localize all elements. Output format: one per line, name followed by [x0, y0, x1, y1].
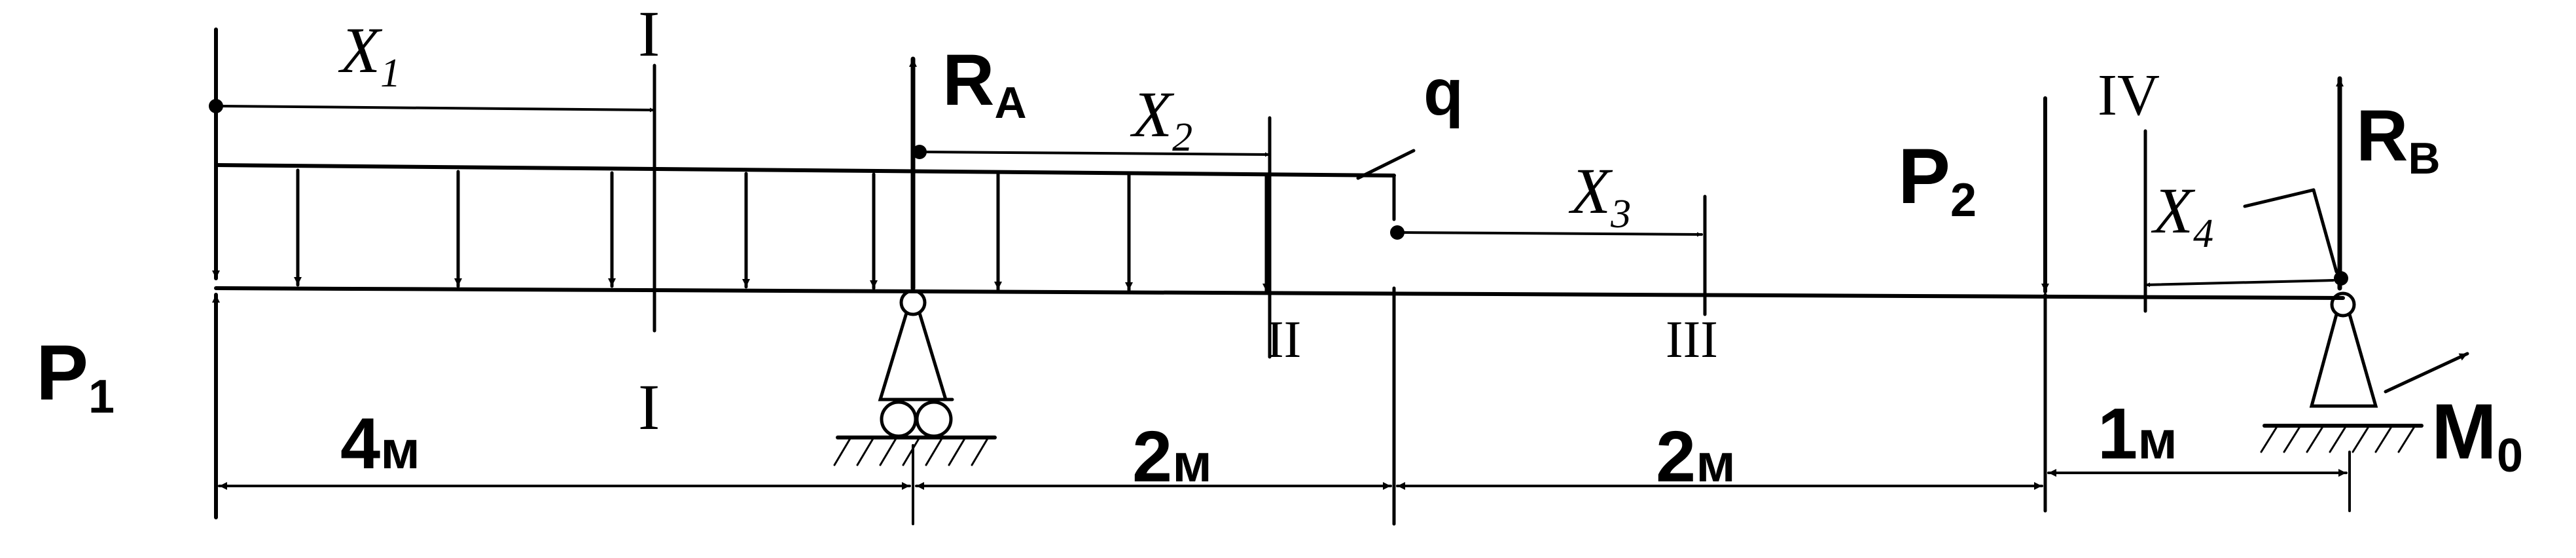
- dim-label-1m: 1м: [2098, 394, 2177, 474]
- support-b: [2260, 291, 2424, 453]
- x1-arrow: [209, 99, 656, 113]
- moment-m0-arrow: [2384, 352, 2469, 394]
- label-p1: P1: [36, 329, 115, 423]
- support-a: [833, 289, 997, 466]
- label-m0: M0: [2431, 388, 2523, 482]
- label-q: q: [1423, 56, 1463, 129]
- label-x2: X2: [1130, 78, 1192, 160]
- label-x4: X4: [2151, 174, 2213, 256]
- label-ra: RA: [942, 40, 1027, 128]
- label-p2: P2: [1898, 132, 1977, 227]
- x3-arrow: [1390, 225, 1703, 240]
- section-label-4: IV: [2098, 63, 2160, 128]
- labels: X1 X2 X3 X4 RA RB P1 P2 q M0 I I II III …: [36, 0, 2523, 497]
- section-label-1-top: I: [638, 0, 660, 70]
- dim-label-4m: 4м: [340, 403, 420, 484]
- section-label-2: II: [1266, 311, 1301, 369]
- beam-axis: [214, 286, 2345, 300]
- x2-arrow: [912, 145, 1271, 159]
- label-x1: X1: [338, 14, 401, 96]
- distributed-load-q: [214, 149, 1416, 293]
- x4-arrow: [2144, 188, 2348, 288]
- dim-label-2m-b: 2м: [1656, 417, 1736, 497]
- label-x3: X3: [1568, 155, 1631, 236]
- label-rb: RB: [2356, 96, 2441, 183]
- section-label-3: III: [1666, 311, 1718, 369]
- section-label-1-bottom: I: [638, 371, 660, 443]
- dim-label-2m-a: 2м: [1132, 417, 1212, 497]
